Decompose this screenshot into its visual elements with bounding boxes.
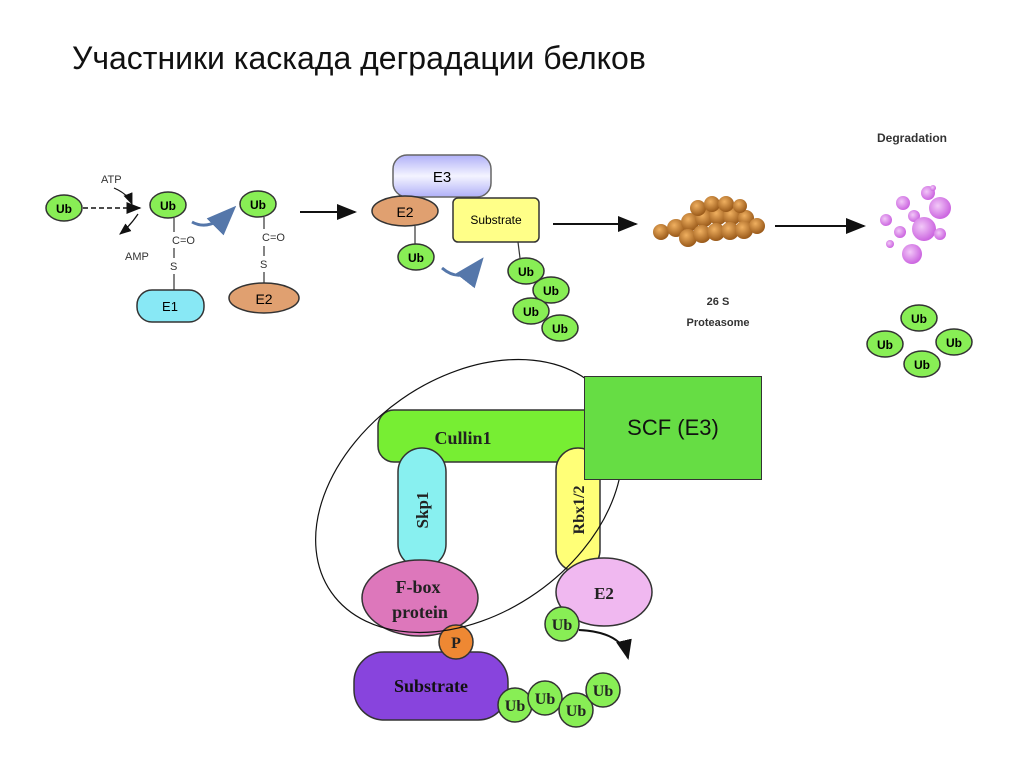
svg-text:Ub: Ub	[593, 683, 614, 700]
svg-text:Ub: Ub	[518, 265, 534, 279]
svg-text:Ub: Ub	[535, 691, 556, 708]
svg-text:Ub: Ub	[408, 251, 424, 265]
ub-free-2: Ub	[866, 330, 904, 358]
ub-e1: Ub	[149, 191, 187, 219]
ub-free-1: Ub	[900, 304, 938, 332]
ub-transfer-arrow-scf	[578, 629, 632, 660]
ub-on-e2-bound: Ub	[397, 243, 435, 271]
svg-text:F-box: F-box	[396, 577, 441, 597]
substrate-top: Substrate	[452, 197, 540, 243]
svg-text:Ub: Ub	[56, 202, 72, 216]
proteasome	[653, 196, 765, 247]
svg-text:Ub: Ub	[552, 322, 568, 336]
svg-text:Ub: Ub	[543, 284, 559, 298]
svg-text:Ub: Ub	[566, 703, 587, 720]
degradation-fragments	[880, 185, 951, 264]
transfer-arrow-to-substrate	[441, 257, 484, 289]
ub-on-e2-scf: Ub	[544, 606, 580, 642]
ub-free-4: Ub	[903, 350, 941, 378]
svg-text:Ub: Ub	[160, 199, 176, 213]
ub-e2: Ub	[239, 190, 277, 218]
ub-chain-top-4: Ub	[541, 314, 579, 342]
amp-label: AMP	[125, 251, 149, 263]
slide-title: Участники каскада деградации белков	[72, 40, 646, 76]
e1-co-label: C=O	[172, 235, 195, 247]
e2-s-label: S	[260, 259, 267, 271]
e2-bound: E2	[371, 195, 439, 227]
ub-chain-bottom-1: Ub	[497, 687, 533, 723]
substrate-bottom: Substrate	[353, 651, 509, 721]
ub-free-3: Ub	[935, 328, 973, 356]
ub-chain-top-1: Ub	[507, 257, 545, 285]
svg-text:E1: E1	[162, 299, 178, 314]
ub-chain-bottom-2: Ub	[527, 680, 563, 716]
e2-scf: E2	[555, 557, 653, 627]
svg-text:E2: E2	[594, 584, 614, 603]
svg-text:Ub: Ub	[505, 698, 526, 715]
atp-label: ATP	[101, 174, 122, 186]
proteasome-label-bottom: Proteasome	[687, 317, 750, 329]
svg-text:Ub: Ub	[911, 312, 927, 326]
svg-text:Ub: Ub	[523, 305, 539, 319]
svg-text:Ub: Ub	[946, 336, 962, 350]
scf-e3-callout: SCF (E3)	[584, 376, 762, 480]
phosphate-p: P	[438, 624, 474, 660]
svg-text:Skp1: Skp1	[413, 492, 432, 529]
amp-arrow	[119, 213, 139, 235]
degradation-label: Degradation	[877, 131, 947, 145]
atp-arrow	[113, 187, 133, 206]
scf-e3-label: SCF (E3)	[627, 415, 719, 440]
proteasome-label-top: 26 S	[707, 296, 730, 308]
transfer-arrow-e1-e2	[191, 205, 237, 236]
svg-text:Ub: Ub	[250, 198, 266, 212]
svg-text:Cullin1: Cullin1	[434, 428, 491, 448]
svg-text:E2: E2	[396, 204, 413, 220]
svg-text:Ub: Ub	[552, 617, 573, 634]
ub-free: Ub	[45, 194, 83, 222]
ub-chain-bottom-4: Ub	[585, 672, 621, 708]
e1-enzyme: E1	[136, 289, 205, 323]
svg-text:Rbx1/2: Rbx1/2	[571, 486, 588, 535]
svg-text:E2: E2	[255, 291, 272, 307]
svg-text:Substrate: Substrate	[470, 213, 522, 227]
e1-s-label: S	[170, 261, 177, 273]
svg-text:P: P	[451, 635, 461, 652]
svg-text:Ub: Ub	[914, 358, 930, 372]
skp1: Skp1	[397, 447, 447, 569]
svg-text:Ub: Ub	[877, 338, 893, 352]
f-box-protein: F-box protein	[361, 559, 479, 637]
ub-chain-top-2: Ub	[532, 276, 570, 304]
svg-text:E3: E3	[433, 169, 451, 186]
ub-chain-bottom-3: Ub	[558, 692, 594, 728]
e2-co-label: C=O	[262, 232, 285, 244]
e3-ligase: E3	[392, 154, 492, 198]
e2-enzyme: E2	[228, 282, 300, 314]
svg-text:protein: protein	[392, 602, 448, 622]
ub-chain-top-3: Ub	[512, 297, 550, 325]
svg-text:Substrate: Substrate	[394, 676, 468, 696]
